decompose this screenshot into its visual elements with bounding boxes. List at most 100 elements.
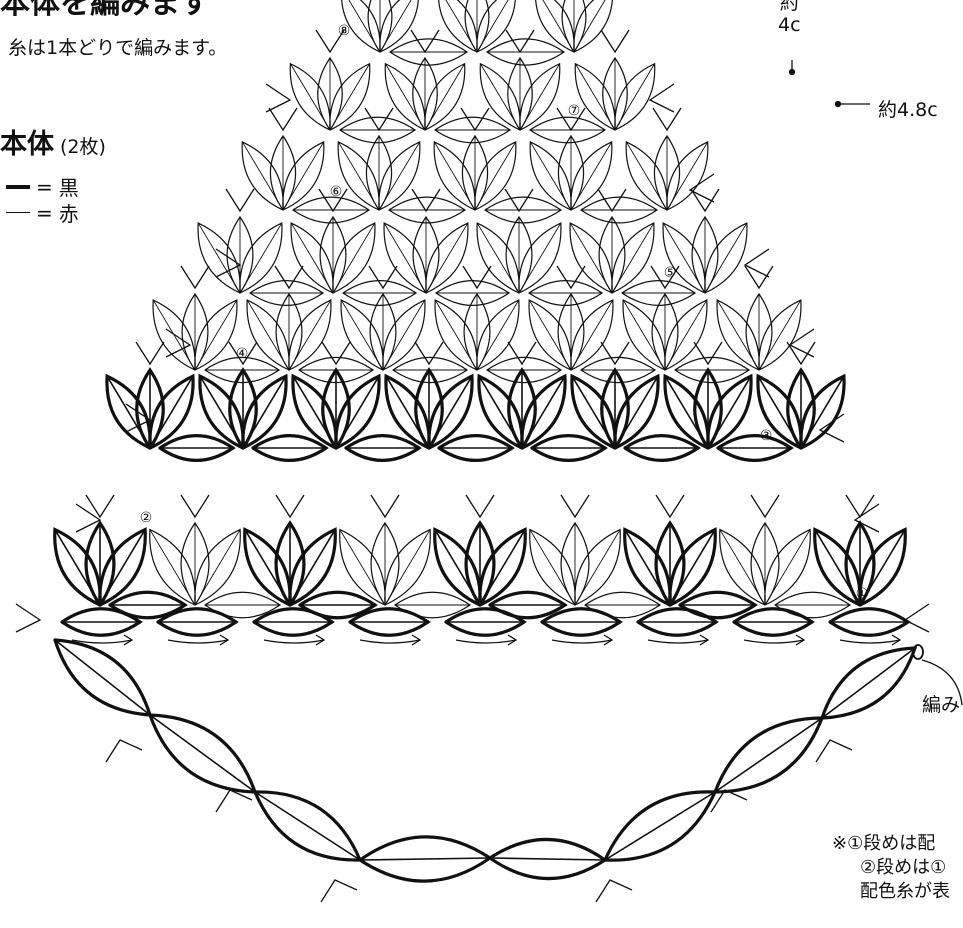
stitch-v-mark [690,188,720,213]
stitch-midline [800,375,845,449]
stitch-midline [239,222,283,294]
stitch-v-mark [650,265,680,290]
stitch-midline [288,299,332,371]
stitch-v-mark [504,188,534,213]
yarn-note: 糸は1本どりで編みます。 [8,37,228,59]
stitch-midline [382,299,426,371]
row-number-label: ⑧ [338,23,351,39]
legend-black: = 黒 [6,172,79,201]
stitch-midline [604,791,716,861]
stitch-midline [282,141,325,211]
stitch-v-mark [744,265,774,290]
stitch-v-mark [225,188,255,213]
row-edge-chevron [15,603,42,633]
stitch-v-mark [597,188,627,213]
stitch-midline [611,222,655,294]
edge-chevron-bottom [815,739,853,763]
row-edge-chevron [743,248,770,278]
legend-color-black: 黒 [58,176,79,200]
stitch-v-mark [462,265,492,290]
stitch-midline [149,714,256,793]
stitch-midline [666,141,709,211]
arrow-line [647,639,709,644]
row-edge-chevron [215,248,242,278]
stitch-midline [476,299,520,371]
stitch-v-mark [693,341,723,366]
stitch-midline [542,0,575,53]
arrow-line [167,639,229,644]
stitch-midline [329,63,371,131]
row-edge-chevron [853,503,880,533]
stitch-midline [764,529,811,606]
stitch-leaf [573,0,613,53]
size-height-prefix: 約 [779,0,799,14]
stitch-midline [425,222,469,294]
stitch-v-mark [600,341,630,366]
stitch-midline [614,375,659,449]
stitch-v-mark [507,341,537,366]
size-height-value: 4c [778,14,801,36]
legend-equals: = [36,200,53,225]
stitch-v-mark [655,494,685,519]
size-width: 約4.8c [878,99,938,121]
stitch-midline [149,375,194,449]
arrow-line [839,639,901,644]
size-dot [788,68,796,76]
row-number-label: ⑦ [568,103,581,119]
start-loop [912,644,924,660]
row-edge-chevron [125,403,152,433]
stitch-v-mark [460,107,490,132]
row-edge-chevron [165,328,192,358]
row-number-label: ① [856,586,869,602]
row-number-label: ③ [760,428,773,444]
stitch-v-mark [368,265,398,290]
arrow-line [263,639,325,644]
stitch-midline [194,529,241,606]
arrow-head [315,634,326,646]
stitch-midline [570,141,613,211]
stitch-v-mark [364,107,394,132]
arrow-head [411,634,422,646]
stitch-v-mark [560,494,590,519]
mark-layer [15,29,963,903]
stitch-v-mark [652,107,682,132]
stitch-midline [335,375,380,449]
stitch-v-mark [370,494,400,519]
stitch-leaf [379,0,419,53]
stitch-v-mark [268,107,298,132]
arrow-head [123,634,134,646]
stitch-midline [704,222,748,294]
row-edge-chevron [648,83,675,113]
stitch-midline [518,222,562,294]
row-edge-chevron [688,173,715,203]
part-count: (2枚) [60,136,106,158]
stitch-midline [428,375,473,449]
stitch-midline [821,647,916,719]
stitch-midline [570,299,614,371]
stitch-v-mark [556,107,586,132]
stitch-midline [519,63,561,131]
stitch-v-mark [600,29,630,54]
stitch-leaf [464,0,490,53]
row-number-label: ④ [236,346,249,362]
stitch-v-mark [180,265,210,290]
row-edge-chevron [75,503,102,533]
stitch-midline [758,299,802,371]
stitch-midline [479,528,526,606]
stitch-v-mark [465,494,495,519]
part-title-text: 本体 [0,129,54,160]
start-label: 編み [922,694,961,716]
footnote-line: ※①段めは配 [832,833,936,854]
arrow-line [359,639,421,644]
stitch-midline [669,528,716,606]
footnote-line: 配色糸が表 [860,881,950,902]
stitch-leaf [561,0,587,53]
chart-heading: 本体を編みます [0,0,210,21]
edge-chevron-bottom [105,739,143,763]
stitch-midline [574,529,621,606]
arrow-line [551,639,613,644]
stitch-leaf [535,0,575,53]
stitch-midline [476,0,509,53]
stitch-midline [384,529,431,606]
